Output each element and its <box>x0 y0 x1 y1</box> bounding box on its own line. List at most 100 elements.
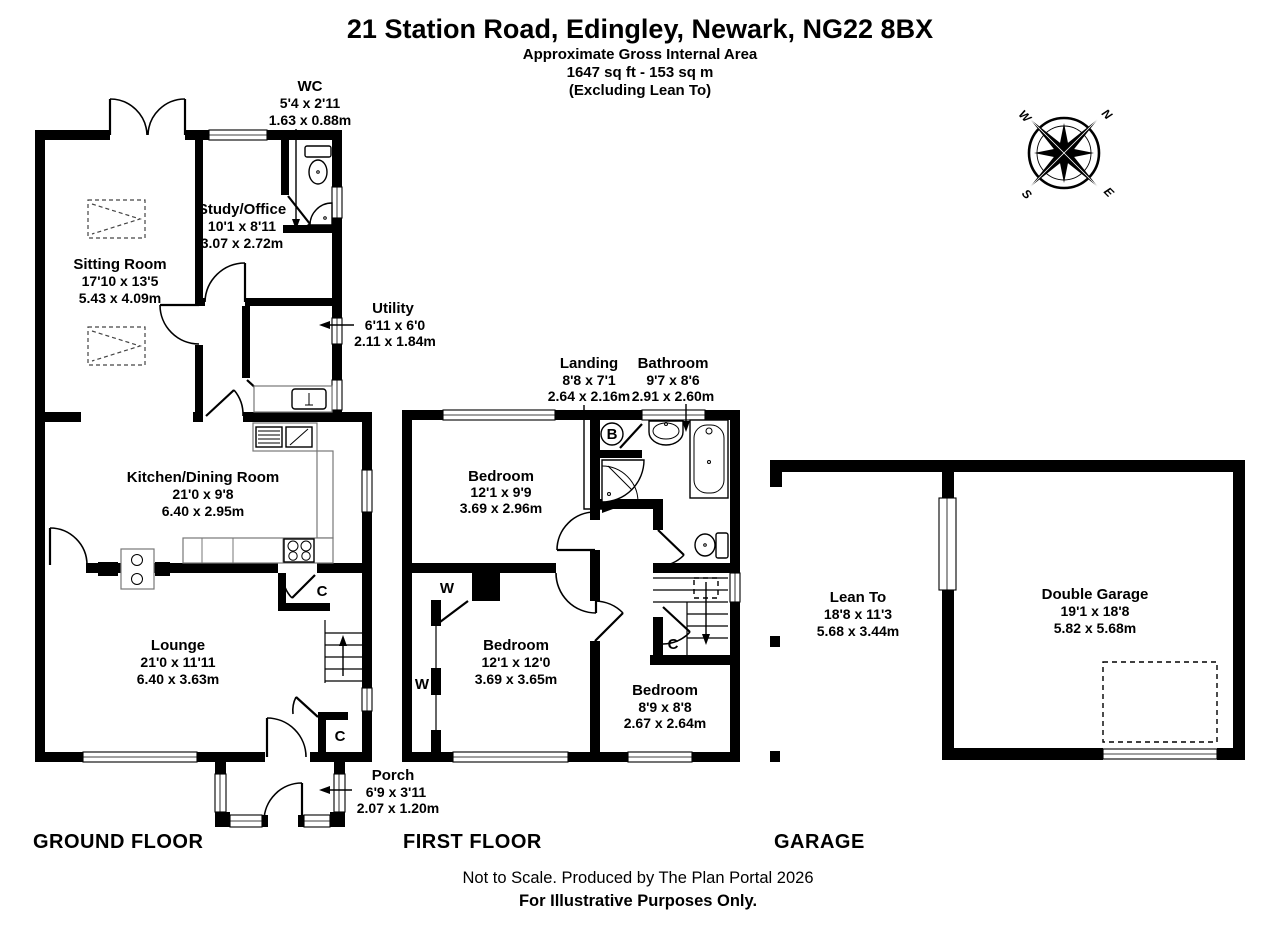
room-name: Double Garage <box>1042 586 1149 603</box>
utility-label: Utility 6'11 x 6'0 2.11 x 1.84m <box>319 300 436 349</box>
room-dim-imperial: 12'1 x 12'0 <box>482 654 551 670</box>
fireplace-icon <box>120 548 155 590</box>
bedroom2-label: Bedroom 12'1 x 12'0 3.69 x 3.65m <box>475 637 558 687</box>
room-name: Bathroom <box>638 355 709 372</box>
kitchen-fixtures <box>182 422 334 564</box>
cupboard-marker: C <box>668 636 679 653</box>
room-dim-imperial: 17'10 x 13'5 <box>82 273 159 289</box>
sitting-room-chimney-features <box>87 199 146 366</box>
landing-label: Landing 8'8 x 7'1 2.64 x 2.16m <box>548 355 631 513</box>
garage-title: GARAGE <box>774 831 865 853</box>
room-name: Lounge <box>151 637 205 654</box>
compass-rose-icon: N E S W <box>1016 106 1117 202</box>
room-name: Bedroom <box>483 637 549 654</box>
garage-windows <box>938 497 1218 760</box>
ground-floor-plan: WC 5'4 x 2'11 1.63 x 0.88m Sitting Room … <box>35 78 439 828</box>
room-name: Porch <box>372 767 415 784</box>
room-dim-metric: 1.63 x 0.88m <box>269 112 352 128</box>
lean-to-label: Lean To 18'8 x 11'3 5.68 x 3.44m <box>817 589 900 639</box>
ground-floor-stairs <box>324 620 362 683</box>
room-dim-imperial: 10'1 x 8'11 <box>208 218 276 234</box>
footer-purpose: For Illustrative Purposes Only. <box>519 892 757 910</box>
page-title: 21 Station Road, Edingley, Newark, NG22 … <box>347 14 933 44</box>
kitchen-dining-label: Kitchen/Dining Room 21'0 x 9'8 6.40 x 2.… <box>127 469 280 519</box>
double-garage-label: Double Garage 19'1 x 18'8 5.82 x 5.68m <box>1042 586 1149 636</box>
room-dim-metric: 2.07 x 1.20m <box>357 800 440 816</box>
porch-structure <box>214 755 346 828</box>
room-dim-imperial: 5'4 x 2'11 <box>280 95 341 111</box>
first-floor-title: FIRST FLOOR <box>403 831 542 853</box>
header: 21 Station Road, Edingley, Newark, NG22 … <box>347 14 933 99</box>
cupboard-marker: C <box>335 728 346 745</box>
garage-walls <box>770 460 1245 762</box>
area-subtitle: Approximate Gross Internal Area <box>523 46 758 63</box>
study-office-label: Study/Office 10'1 x 8'11 3.07 x 2.72m <box>198 201 286 251</box>
cupboard-marker: C <box>317 583 328 600</box>
room-dim-metric: 2.64 x 2.16m <box>548 388 631 404</box>
shower-icon <box>601 459 645 503</box>
boiler-marker: B <box>607 426 618 443</box>
sitting-room-label: Sitting Room 17'10 x 13'5 5.43 x 4.09m <box>73 256 166 306</box>
wardrobe-marker: W <box>415 676 430 693</box>
bath-icon <box>689 419 729 499</box>
ground-floor-title: GROUND FLOOR <box>33 831 203 853</box>
room-dim-imperial: 9'7 x 8'6 <box>646 372 700 388</box>
room-name: Utility <box>372 300 414 317</box>
ground-floor-walls <box>35 130 372 762</box>
room-dim-imperial: 8'9 x 8'8 <box>638 699 692 715</box>
bathroom-label: Bathroom 9'7 x 8'6 2.91 x 2.60m <box>632 355 715 432</box>
first-floor-windows <box>442 409 741 763</box>
bathroom-fixtures: B <box>600 419 729 559</box>
room-dim-metric: 5.43 x 4.09m <box>79 290 162 306</box>
floor-titles: GROUND FLOOR FIRST FLOOR GARAGE <box>33 831 865 853</box>
utility-fixtures <box>253 385 333 413</box>
toilet-icon <box>694 532 729 559</box>
room-name: Landing <box>560 355 618 372</box>
room-dim-imperial: 21'0 x 11'11 <box>140 654 215 670</box>
boiler-icon: B <box>600 422 624 446</box>
room-dim-imperial: 19'1 x 18'8 <box>1061 603 1130 619</box>
garage-door-swing-area <box>1102 661 1218 743</box>
room-dim-metric: 5.68 x 3.44m <box>817 623 900 639</box>
basin-icon <box>648 420 684 446</box>
room-dim-metric: 6.40 x 3.63m <box>137 671 220 687</box>
footer-disclaimer: Not to Scale. Produced by The Plan Porta… <box>463 869 814 887</box>
room-dim-imperial: 8'8 x 7'1 <box>562 372 616 388</box>
ground-floor-windows <box>82 129 373 763</box>
hob-icon <box>283 538 315 563</box>
room-dim-metric: 5.82 x 5.68m <box>1054 620 1137 636</box>
room-dim-metric: 3.07 x 2.72m <box>201 235 284 251</box>
first-floor-doors <box>433 423 691 645</box>
room-dim-metric: 6.40 x 2.95m <box>162 503 245 519</box>
room-dim-metric: 3.69 x 3.65m <box>475 671 558 687</box>
lounge-label: Lounge 21'0 x 11'11 6.40 x 3.63m <box>137 637 220 687</box>
area-exclusion: (Excluding Lean To) <box>569 82 711 99</box>
room-dim-metric: 3.69 x 2.96m <box>460 500 543 516</box>
room-dim-metric: 2.67 x 2.64m <box>624 715 707 731</box>
room-name: WC <box>298 78 323 95</box>
room-dim-imperial: 6'11 x 6'0 <box>365 317 426 333</box>
room-dim-imperial: 6'9 x 3'11 <box>366 784 427 800</box>
garage-plan: Lean To 18'8 x 11'3 5.68 x 3.44m Double … <box>770 460 1245 762</box>
room-dim-metric: 2.91 x 2.60m <box>632 388 715 404</box>
room-name: Lean To <box>830 589 886 606</box>
room-name: Sitting Room <box>73 256 166 273</box>
bedroom2-wardrobes <box>431 600 441 752</box>
wc-fixtures <box>304 145 333 226</box>
bedroom1-label: Bedroom 12'1 x 9'9 3.69 x 2.96m <box>460 468 543 516</box>
room-dim-imperial: 18'8 x 11'3 <box>824 606 892 622</box>
first-floor-plan: B <box>402 355 741 763</box>
room-dim-metric: 2.11 x 1.84m <box>354 333 436 349</box>
room-name: Bedroom <box>632 682 698 699</box>
room-name: Study/Office <box>198 201 286 218</box>
first-floor-stairs <box>653 577 728 655</box>
room-dim-imperial: 21'0 x 9'8 <box>172 486 233 502</box>
wardrobe-marker: W <box>440 580 455 597</box>
corner-basin-icon <box>309 202 333 226</box>
room-name: Kitchen/Dining Room <box>127 469 280 486</box>
room-dim-imperial: 12'1 x 9'9 <box>470 484 531 500</box>
porch-label: Porch 6'9 x 3'11 2.07 x 1.20m <box>319 767 439 816</box>
room-name: Bedroom <box>468 468 534 485</box>
